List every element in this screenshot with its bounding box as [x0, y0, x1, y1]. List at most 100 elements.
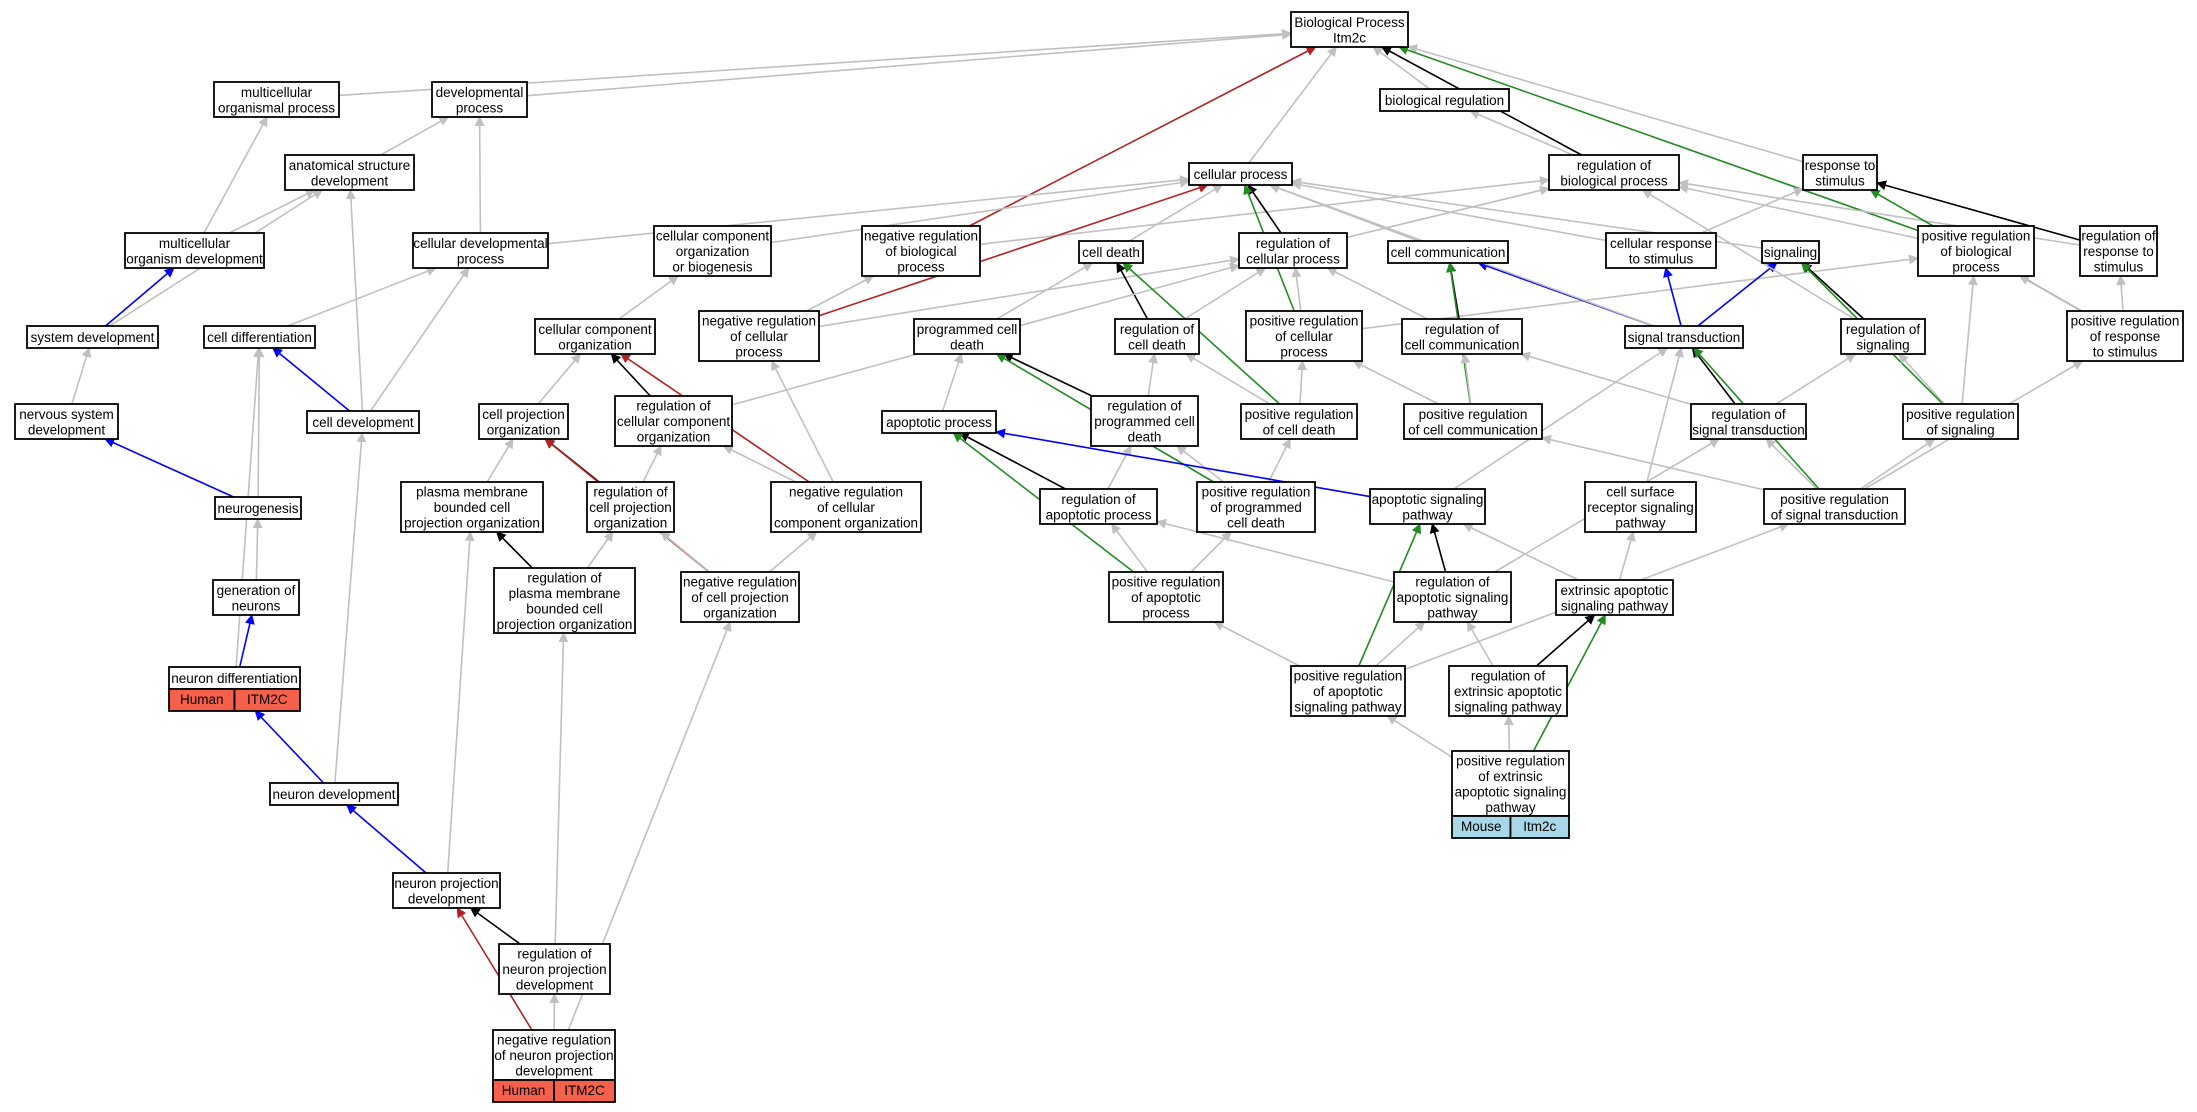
node-cp[interactable]: cellular process: [1188, 162, 1293, 186]
node-ndev[interactable]: neuron development: [269, 782, 399, 806]
node-sig[interactable]: signaling: [1761, 240, 1820, 264]
edge: [1429, 523, 1447, 573]
edge-regulates: [495, 531, 533, 569]
edge: [979, 175, 1550, 246]
node-label-line: regulation of: [1425, 322, 1500, 337]
node-box: [534, 318, 656, 355]
node-label-line: process: [735, 345, 783, 360]
edge-is-a: [1248, 46, 1337, 164]
node-cdiff[interactable]: cell differentiation: [203, 325, 316, 349]
node-label-line: apoptotic process: [1046, 507, 1152, 522]
edge: [1700, 187, 1804, 234]
node-st[interactable]: signal transduction: [1624, 325, 1744, 349]
node-label-line: cellular response: [1610, 236, 1712, 251]
node-label-line: positive regulation: [1456, 753, 1565, 768]
node-label-line: positive regulation: [2071, 314, 2180, 329]
edge-positively-regulates: [1122, 262, 1281, 405]
edge-is-a: [770, 177, 1190, 244]
edge-regulates: [958, 432, 1066, 490]
node-box: [1039, 488, 1158, 525]
node-cc[interactable]: cell communication: [1387, 240, 1509, 264]
edge-part-of: [346, 804, 427, 874]
node-label-line: cellular process: [1194, 167, 1288, 182]
node-ng[interactable]: neurogenesis: [214, 496, 302, 520]
node-label-line: death: [1128, 430, 1162, 445]
node-label-line: of extrinsic: [1478, 769, 1543, 784]
node-label-line: Itm2c: [1333, 30, 1366, 45]
node-br[interactable]: biological regulation: [1379, 88, 1510, 112]
node-label-line: regulation of: [527, 570, 602, 585]
node-label-line: cellular component: [538, 322, 652, 337]
node-box: [698, 310, 820, 362]
node-label-line: of programmed: [1210, 500, 1302, 515]
node-box: [1188, 162, 1293, 186]
edge-is-a: [722, 445, 797, 483]
node-cd[interactable]: cell death: [1078, 240, 1144, 264]
node-ap[interactable]: apoptotic process: [881, 410, 997, 434]
edge: [203, 116, 268, 234]
node-label-line: apoptotic signaling: [1372, 492, 1484, 507]
edge: [1361, 254, 1919, 330]
edge: [1801, 262, 1865, 320]
edge: [1176, 445, 1225, 483]
edge: [2116, 275, 2127, 312]
edge-is-a: [1176, 445, 1225, 483]
edge-is-a: [554, 632, 569, 945]
node-label-line: cell projection: [482, 407, 565, 422]
node-sd[interactable]: system development: [26, 325, 159, 349]
edge-is-a: [1361, 254, 1919, 330]
node-celldev[interactable]: cell development: [306, 410, 420, 434]
